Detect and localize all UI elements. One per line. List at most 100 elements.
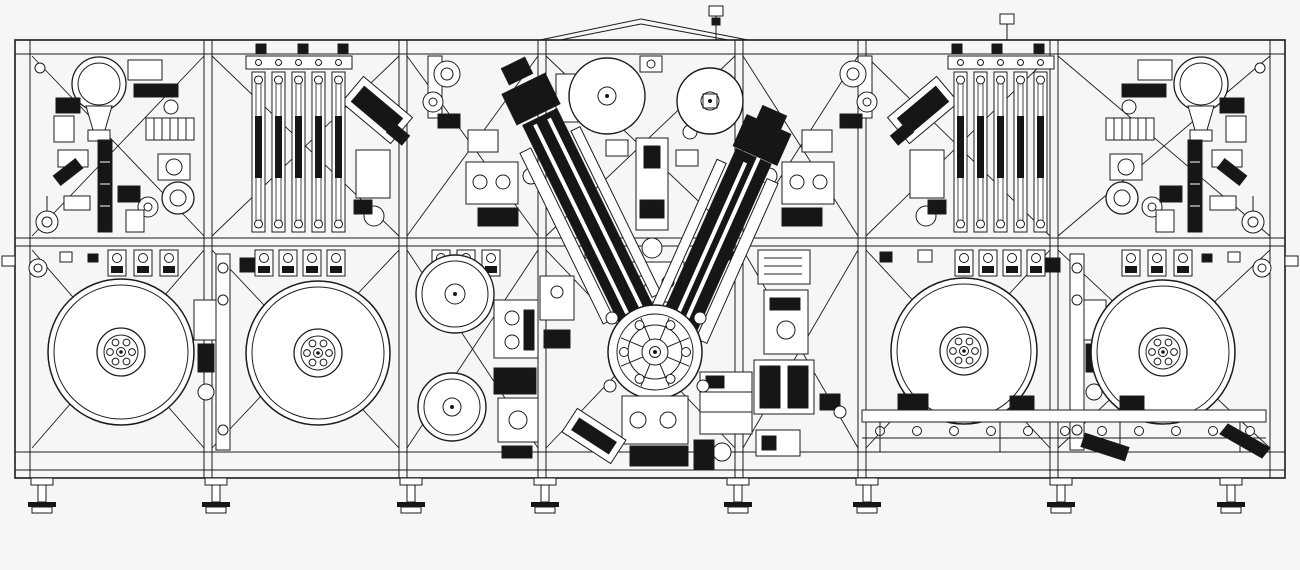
clamp	[63, 195, 91, 211]
unwind-reel-left-inner-bolt	[303, 349, 311, 357]
unwind-reel-left-outer-bolt	[122, 338, 131, 347]
linear-rail-tower-carriage	[1017, 116, 1024, 178]
linear-rail-tower-end	[956, 75, 965, 85]
detail-r	[1227, 251, 1241, 263]
linear-rail-tower-end	[274, 75, 283, 85]
conveyor-beam	[861, 409, 1267, 423]
feeder-base	[87, 129, 111, 142]
foot-pad	[28, 502, 56, 507]
detail-r	[819, 393, 841, 411]
detail-r	[761, 435, 777, 451]
linear-rail-tower-end	[314, 75, 323, 85]
unwind-reel-left-outer-bolt	[111, 338, 120, 347]
detail-c	[1257, 263, 1267, 273]
detail-r	[523, 309, 535, 351]
linear-rail-tower-end	[274, 219, 283, 229]
detail-rr	[754, 104, 788, 134]
conveyor-roller	[1134, 426, 1144, 436]
guide-post	[215, 253, 231, 451]
indexing-turret-spoke	[666, 356, 690, 367]
box	[467, 129, 499, 153]
detail-rr	[676, 155, 762, 339]
detail-r	[1009, 395, 1035, 411]
material-roll-lower-edge	[423, 378, 481, 436]
detail-c	[1247, 216, 1259, 228]
detail-r	[675, 149, 699, 167]
linear-rail-tower-bolt	[977, 59, 984, 66]
detail-r	[543, 329, 571, 349]
detail-c	[217, 262, 229, 274]
detail-c	[696, 379, 710, 393]
indexing-turret-station	[665, 320, 676, 331]
indexing-turret-station	[665, 373, 676, 384]
detail-c	[646, 59, 656, 69]
detail-c	[1085, 383, 1103, 401]
foot-stem	[211, 484, 221, 503]
detail-r	[879, 251, 893, 263]
detail-r	[197, 343, 215, 373]
detail-c	[504, 310, 520, 326]
detail-c	[33, 263, 43, 273]
foot-plate	[1219, 477, 1243, 486]
detail-r	[639, 199, 665, 219]
detail-c	[428, 97, 438, 107]
linear-rail-tower-end	[1016, 75, 1025, 85]
detail-r	[501, 445, 533, 459]
detail-rr	[662, 161, 748, 345]
detail-r	[643, 145, 661, 169]
detail-c	[169, 189, 187, 207]
linear-rail-tower-end	[996, 219, 1005, 229]
clamp-station-pad	[282, 266, 294, 273]
gable	[539, 18, 642, 41]
linear-rail-tower-end	[996, 75, 1005, 85]
foot-base	[727, 506, 749, 514]
material-roll-upper-edge	[421, 260, 489, 328]
unwind-reel-left-inner-bolt	[319, 358, 328, 367]
clamp-station-pad	[1177, 266, 1189, 273]
detail-c	[641, 237, 663, 259]
linear-rail-tower-end	[1016, 219, 1025, 229]
bracket	[125, 209, 145, 233]
clamp-station-roller	[283, 253, 293, 263]
clamp-station-roller	[164, 253, 174, 263]
clamp-station-roller	[983, 253, 993, 263]
detail-c	[508, 410, 528, 430]
linear-rail-tower-end	[956, 219, 965, 229]
foot-stem	[733, 484, 743, 503]
indexing-turret-station	[619, 347, 629, 357]
detail-c	[693, 311, 707, 325]
linear-rail-tower-carriage	[997, 116, 1004, 178]
bracket	[1225, 115, 1247, 143]
detail-c	[217, 294, 229, 306]
detail-c	[1071, 294, 1083, 306]
detail-r	[1119, 395, 1145, 411]
unwind-reel-left-outer-bolt	[111, 357, 120, 366]
clamp-station-roller	[959, 253, 969, 263]
foot-base	[856, 506, 878, 514]
feeder-base	[1189, 129, 1213, 142]
linear-rail-tower-carriage	[957, 116, 964, 178]
bracket	[53, 115, 75, 143]
clamp-station-pad	[1125, 266, 1137, 273]
unwind-reel-left-inner-edge	[251, 286, 385, 420]
rewind-reel-right-inner-center-dot	[962, 349, 966, 353]
foot-base	[1050, 506, 1072, 514]
indexing-turret-spoke	[666, 337, 690, 348]
detail-r	[711, 17, 721, 26]
detail-c	[1254, 62, 1266, 74]
detail-r	[1033, 43, 1045, 54]
unwind-reel-left-inner-center-dot	[316, 351, 320, 355]
rewind-reel-right-inner-bolt	[954, 356, 963, 365]
linear-rail-tower-bolt	[315, 59, 322, 66]
detail-r	[297, 43, 309, 54]
clamp-station-pad	[330, 266, 342, 273]
detail-c	[712, 442, 732, 462]
detail-c	[846, 67, 860, 81]
foot-base	[31, 506, 53, 514]
linear-rail-tower-end	[334, 219, 343, 229]
detail-c	[1071, 262, 1083, 274]
linear-rail-tower-end	[254, 75, 263, 85]
conveyor-roller	[1245, 426, 1255, 436]
